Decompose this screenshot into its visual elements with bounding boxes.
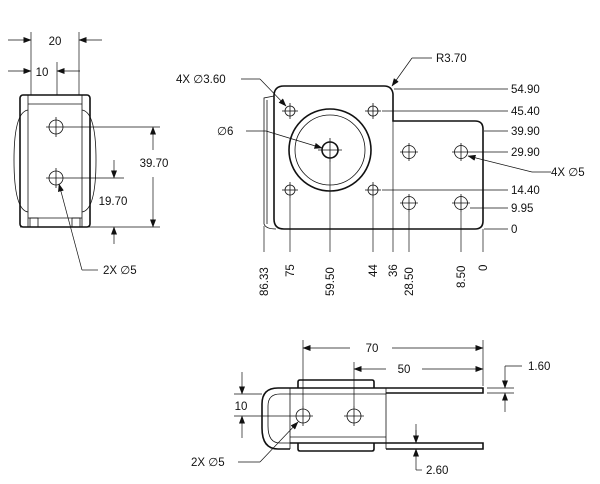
dim-hole-offset: 19.70 xyxy=(66,160,127,244)
callout-dia6: ∅6 xyxy=(217,126,233,138)
bottom-view: 70 50 1.60 10 xyxy=(191,340,550,477)
ordinate-0-right: 0 xyxy=(511,224,517,236)
callout-4x-dia5: 4X ∅5 xyxy=(551,167,585,179)
left-view-hole-bottom xyxy=(46,168,66,188)
front-view-outline xyxy=(263,85,484,230)
bottom-view-hole-left xyxy=(293,406,313,426)
dim-label-10-height: 10 xyxy=(235,401,248,413)
dim-thickness-bottom: 2.60 xyxy=(413,424,448,477)
dim-label-10: 10 xyxy=(36,67,49,79)
small-holes-callout: 4X ∅3.60 xyxy=(176,74,287,107)
bottom-view-hole-right xyxy=(344,406,364,426)
left-view: 20 10 39.70 19.70 2X ∅5 xyxy=(8,32,168,277)
dim-width-inner: 10 xyxy=(8,62,80,95)
ordinate-29-90: 29.90 xyxy=(511,147,540,159)
large-hole-upper-right xyxy=(452,143,470,161)
bore-callout: ∅6 xyxy=(217,126,323,149)
small-hole-top-left xyxy=(282,103,298,119)
dim-height-39-70: 39.70 xyxy=(66,126,169,228)
ordinate-8-50: 8.50 xyxy=(456,266,468,288)
dim-label-70: 70 xyxy=(366,343,379,355)
bottom-view-hole-callout: 2X ∅5 xyxy=(191,421,299,469)
radius-callout: R3.70 xyxy=(391,53,467,87)
dim-label-1-60: 1.60 xyxy=(528,361,550,373)
callout-4x-dia3-60: 4X ∅3.60 xyxy=(176,74,226,86)
dim-label-39-70: 39.70 xyxy=(140,158,169,170)
dim-thickness-top: 1.60 xyxy=(487,361,550,412)
left-view-hole-callout: 2X ∅5 xyxy=(58,183,137,277)
dim-label-50: 50 xyxy=(398,364,411,376)
large-hole-lower-left xyxy=(400,194,418,212)
ordinate-36: 36 xyxy=(388,264,400,277)
left-view-hole-top xyxy=(46,117,66,137)
ordinate-45-40: 45.40 xyxy=(511,106,540,118)
dim-length-total: 70 xyxy=(302,340,484,406)
large-hole-lower-right xyxy=(452,194,470,212)
dim-label-2-60: 2.60 xyxy=(426,465,448,477)
dim-label-19-70: 19.70 xyxy=(99,196,128,208)
large-holes-callout: 4X ∅5 xyxy=(467,154,585,179)
ordinate-28-50: 28.50 xyxy=(404,267,416,296)
ordinate-9-95: 9.95 xyxy=(511,203,533,215)
callout-2x-dia5-bottom: 2X ∅5 xyxy=(191,457,225,469)
dim-width-total: 20 xyxy=(8,32,102,95)
ordinate-0-bottom: 0 xyxy=(478,265,490,271)
ordinate-59-50: 59.50 xyxy=(325,267,337,296)
small-hole-bottom-right xyxy=(365,182,381,198)
large-hole-upper-left xyxy=(400,143,418,161)
dim-height-10: 10 xyxy=(234,372,293,438)
bottom-view-body xyxy=(261,379,484,452)
ordinate-right: 54.90 45.40 39.90 29.90 14.40 9.95 0 xyxy=(382,84,540,236)
ordinate-75: 75 xyxy=(285,264,297,277)
left-view-body xyxy=(13,94,97,228)
ordinate-14-40: 14.40 xyxy=(511,185,540,197)
ordinate-54-90: 54.90 xyxy=(511,84,540,96)
small-hole-bottom-left xyxy=(282,182,298,198)
callout-2x-dia5-left: 2X ∅5 xyxy=(103,265,137,277)
callout-r3-70: R3.70 xyxy=(436,53,467,65)
dim-label-20: 20 xyxy=(49,36,62,48)
ordinate-86-33: 86.33 xyxy=(259,267,271,296)
front-view: R3.70 4X ∅3.60 ∅6 4X ∅5 54.90 45.40 39.9… xyxy=(176,53,585,296)
dim-length-inner: 50 xyxy=(353,362,484,406)
ordinate-bottom: 86.33 75 59.50 44 36 28.50 8.50 0 xyxy=(259,121,490,296)
small-hole-top-right xyxy=(365,103,381,119)
ordinate-44: 44 xyxy=(368,264,380,277)
ordinate-39-90: 39.90 xyxy=(511,126,540,138)
